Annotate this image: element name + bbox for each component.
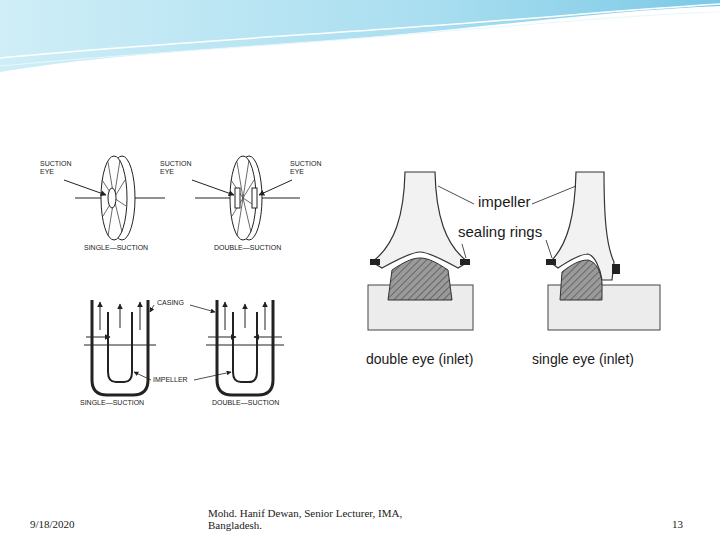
casing-outline [217,300,273,395]
impeller-disk [101,156,127,240]
flow-arrow [100,302,101,330]
flow-arrow [245,304,246,328]
figure-caption: double eye (inlet) [366,352,473,367]
part-name: impeller [478,194,531,211]
leader-arrow [259,180,292,195]
leader-line [438,186,474,204]
part-name: sealing rings [458,224,542,241]
flow-arrow [208,337,236,338]
callout-text: SUCTION EYE [40,160,74,175]
flow-arrow [120,304,121,328]
leader-arrow [194,372,231,380]
sealing-ring [546,259,556,265]
part-name: CASING [157,299,184,307]
slide-number: 13 [672,518,683,530]
leader-arrow [150,305,154,312]
sealing-ring [612,264,620,274]
leader-arrow [64,180,106,195]
figure-caption: DOUBLE—SUCTION [214,244,281,252]
flow-arrow [140,302,141,330]
footer-date: 9/18/2020 [30,518,75,530]
leader-arrow [134,372,151,380]
casing-outline [92,300,148,395]
figure-caption: DOUBLE—SUCTION [212,399,279,407]
suction-eye [252,188,257,208]
header-curve [0,4,720,58]
flow-arrow [86,337,110,338]
footer-author: Mohd. Hanif Dewan, Senior Lecturer, IMA,… [208,507,448,531]
part-name: IMPELLER [153,376,188,384]
hub-section [560,260,602,300]
flow-arrow [265,302,266,330]
impeller-section [372,172,468,268]
sealing-ring [370,259,380,265]
figure-caption: single eye (inlet) [532,352,634,367]
shaft-line [206,345,284,346]
suction-eye [108,188,116,208]
impeller-disk [230,156,256,240]
callout-text: SUCTION EYE [160,160,194,175]
header-band [0,0,720,72]
sealing-ring [460,259,470,265]
leader-arrow [190,305,215,312]
figure-caption: SINGLE—SUCTION [84,244,148,252]
figure-caption: SINGLE—SUCTION [80,399,144,407]
leader-line [532,186,576,204]
hub-section [388,258,452,300]
callout-text: SUCTION EYE [290,160,324,175]
suction-eye [235,188,240,208]
header-curve [0,12,720,66]
leader-arrow [192,180,234,195]
impeller-vanes [231,160,255,236]
shaft-line [84,345,156,346]
leader-line [462,244,466,258]
flow-arrow [225,302,226,330]
impeller-vanes [102,160,126,236]
leader-line [546,240,552,258]
flow-arrow [254,337,282,338]
